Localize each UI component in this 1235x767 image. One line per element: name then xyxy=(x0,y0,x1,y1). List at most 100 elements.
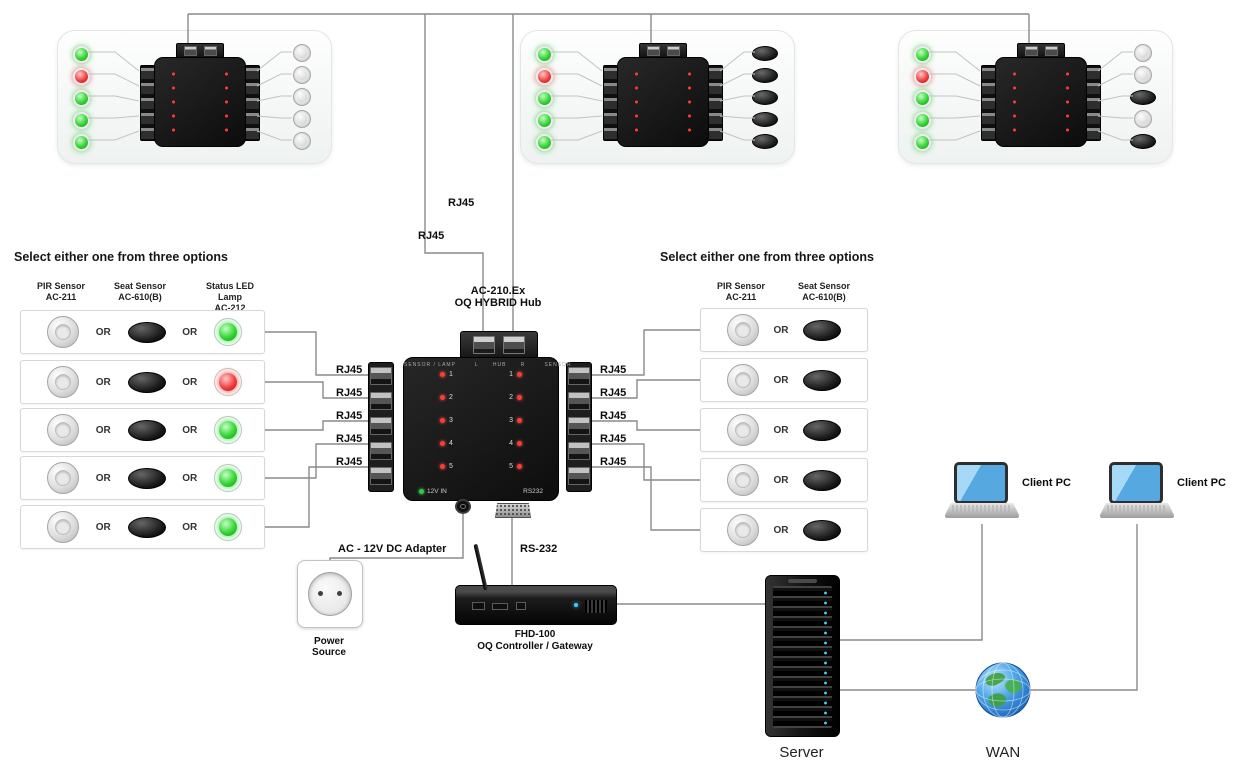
rj45-port xyxy=(568,442,590,460)
rj45-label: RJ45 xyxy=(336,387,363,399)
rj45-port xyxy=(370,467,392,485)
option-row: OR xyxy=(700,358,868,402)
seat-sensor xyxy=(803,469,841,491)
or-label: OR xyxy=(182,326,198,338)
channel-led xyxy=(517,464,522,469)
hdmi-port xyxy=(492,603,508,610)
pir-sensor xyxy=(47,414,79,446)
channel-led xyxy=(440,372,445,377)
status-led xyxy=(536,90,553,107)
status-led xyxy=(73,112,90,129)
power-outlet xyxy=(297,560,363,628)
client-pc-label: Client PC xyxy=(1177,477,1226,489)
or-label: OR xyxy=(182,376,198,388)
controller-label: FHD-100 OQ Controller / Gateway xyxy=(477,629,593,652)
seat-sensor xyxy=(803,369,841,391)
hub-uplink-ports xyxy=(460,331,538,359)
status-led xyxy=(914,68,931,85)
central-hub-title: AC-210.Ex OQ HYBRID Hub xyxy=(454,285,542,309)
hub-device xyxy=(617,57,709,147)
adapter-label: AC - 12V DC Adapter xyxy=(338,543,447,555)
hub-uplink-ports xyxy=(639,43,687,59)
rj45-label: RJ45 xyxy=(600,364,627,376)
rj45-label: RJ45 xyxy=(600,410,627,422)
pir-sensor xyxy=(47,462,79,494)
server-led-column xyxy=(824,588,827,726)
or-label: OR xyxy=(773,524,789,536)
rj45-port xyxy=(370,367,392,385)
option-row: OR OR xyxy=(20,360,265,404)
client-pc-1 xyxy=(945,462,1019,520)
power-led xyxy=(419,489,424,494)
rs232-port xyxy=(495,503,531,518)
hub-led-column xyxy=(1013,67,1016,137)
column-header-seat: Seat Sensor AC-610(B) xyxy=(113,281,167,302)
hub-right-rj45-strip xyxy=(566,362,592,492)
server-tower xyxy=(765,575,840,737)
right-sensor-cables xyxy=(591,329,700,531)
vent-grille xyxy=(585,600,607,613)
laptop-keyboard xyxy=(1100,503,1174,518)
or-label: OR xyxy=(773,424,789,436)
option-row: OR OR xyxy=(20,310,265,354)
network-cables xyxy=(615,524,1138,691)
seat-sensor xyxy=(803,519,841,541)
controller-gateway xyxy=(455,543,617,625)
hub-led-column xyxy=(688,67,691,137)
hub-device xyxy=(995,57,1087,147)
pir-sensor xyxy=(727,314,759,346)
or-label: OR xyxy=(182,424,198,436)
rj45-label: RJ45 xyxy=(336,433,363,445)
hub-led-column xyxy=(1066,67,1069,137)
wan-globe-icon xyxy=(975,662,1031,718)
rj45-port xyxy=(568,467,590,485)
usb-port xyxy=(472,602,485,610)
status-led-lamp xyxy=(214,318,242,346)
or-label: OR xyxy=(182,521,198,533)
hub-device xyxy=(154,57,246,147)
laptop-screen xyxy=(1109,462,1163,504)
hub-led-column xyxy=(635,67,638,137)
channel-led xyxy=(440,418,445,423)
or-label: OR xyxy=(95,472,111,484)
status-led xyxy=(914,90,931,107)
wan-label: WAN xyxy=(985,744,1021,761)
seat-sensor xyxy=(127,419,166,441)
rj45-port xyxy=(370,442,392,460)
rj45-port xyxy=(568,392,590,410)
status-led xyxy=(73,46,90,63)
option-row: OR OR xyxy=(20,408,265,452)
or-label: OR xyxy=(773,324,789,336)
channel-led xyxy=(517,441,522,446)
channel-led xyxy=(440,464,445,469)
column-header-lamp: Status LED Lamp AC-212 xyxy=(205,281,254,313)
rj45-port xyxy=(568,417,590,435)
status-led xyxy=(536,68,553,85)
status-led xyxy=(914,134,931,151)
or-label: OR xyxy=(773,474,789,486)
power-and-serial-cables xyxy=(329,512,513,586)
or-label: OR xyxy=(95,326,111,338)
option-row: OR OR xyxy=(20,456,265,500)
status-led-lamp xyxy=(214,368,242,396)
power-source-label: Power Source xyxy=(312,636,346,658)
pir-sensor xyxy=(47,366,79,398)
rj45-label: RJ45 xyxy=(336,456,363,468)
sd-slot xyxy=(516,602,526,610)
seat-sensor xyxy=(127,371,166,393)
column-header-pir: PIR Sensor AC-211 xyxy=(36,281,85,302)
or-label: OR xyxy=(182,472,198,484)
pir-sensor xyxy=(727,464,759,496)
rj45-label: RJ45 xyxy=(600,387,627,399)
status-led-lamp xyxy=(214,464,242,492)
socket-hole xyxy=(318,591,323,596)
pir-sensor xyxy=(727,414,759,446)
rj45-port xyxy=(503,336,525,354)
server-handle xyxy=(788,579,817,583)
or-label: OR xyxy=(773,374,789,386)
column-header-seat: Seat Sensor AC-610(B) xyxy=(797,281,851,302)
option-row: OR xyxy=(700,458,868,502)
or-label: OR xyxy=(95,521,111,533)
power-led xyxy=(574,603,578,607)
